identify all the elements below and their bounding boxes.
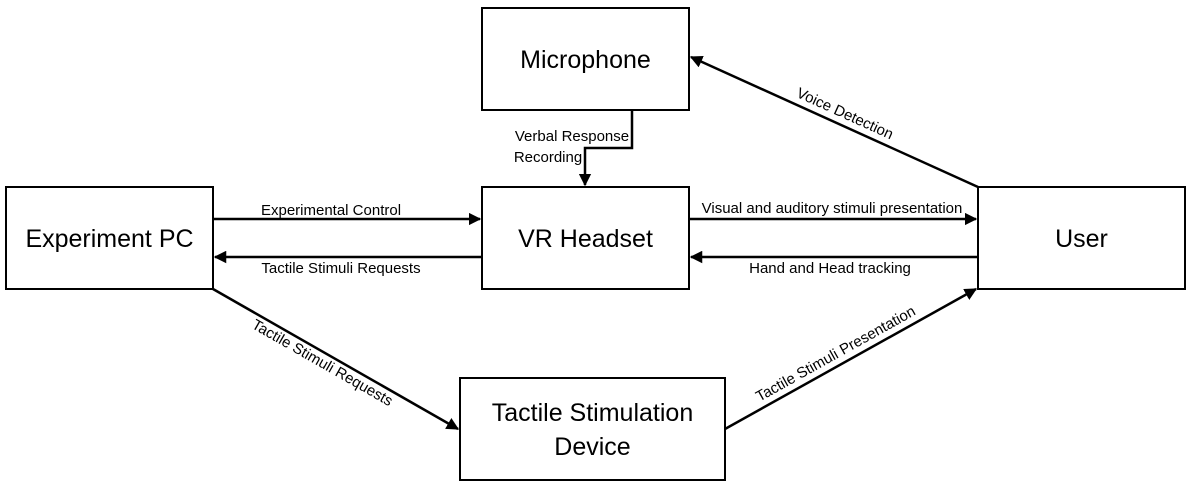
- visual-auditory-label: Visual and auditory stimuli presentation: [702, 200, 963, 217]
- tactile-device-label-line1: Tactile Stimulation: [492, 399, 693, 427]
- experimental-control-label: Experimental Control: [261, 202, 401, 219]
- user-box: [977, 186, 1186, 290]
- tactile-device-box: [459, 377, 726, 481]
- edge-verbal-response: [578, 110, 634, 187]
- edge-tactile-presentation: [724, 287, 978, 431]
- vr-headset-label: VR Headset: [518, 225, 653, 253]
- microphone-label: Microphone: [520, 46, 651, 74]
- voice-detection-label: Voice Detection: [794, 85, 896, 144]
- tactile-requests-top-label: Tactile Stimuli Requests: [261, 260, 420, 277]
- experiment-pc-box: [5, 186, 214, 290]
- hand-head-label: Hand and Head tracking: [749, 260, 911, 277]
- tactile-device-label-line2: Device: [554, 433, 630, 461]
- verbal-response-label-line1: Verbal Response: [515, 128, 629, 145]
- tactile-requests-diag-label: Tactile Stimuli Requests: [249, 316, 396, 410]
- edge-tactile-requests-diag: [212, 287, 460, 431]
- experiment-pc-label: Experiment PC: [25, 225, 193, 253]
- edge-voice-detection: [689, 55, 979, 189]
- vr-headset-box: [481, 186, 690, 290]
- tactile-presentation-label: Tactile Stimuli Presentation: [753, 303, 919, 406]
- verbal-response-label-line2: Recording: [514, 149, 582, 166]
- user-label: User: [1055, 225, 1108, 253]
- microphone-box: [481, 7, 690, 111]
